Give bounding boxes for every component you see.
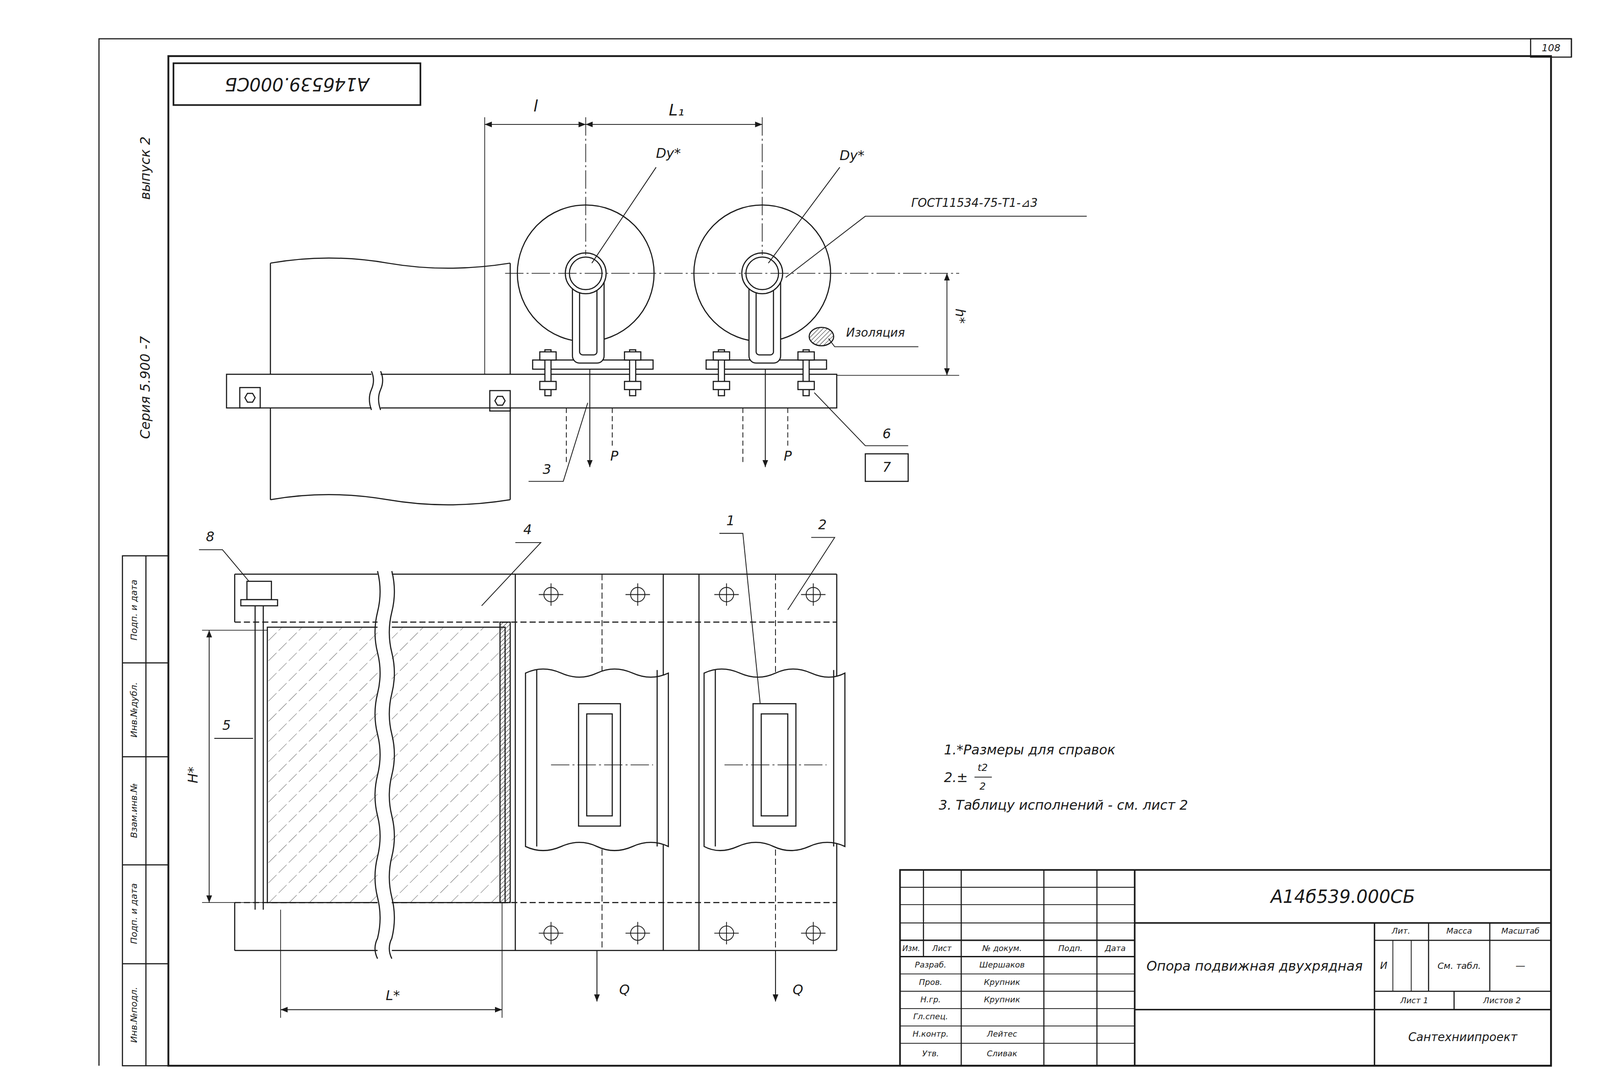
dimension-label: Dy*	[839, 147, 865, 163]
table-cell: Крупник	[984, 977, 1021, 987]
sheet-number-text: 108	[1541, 42, 1561, 54]
name-cell-text: Опора подвижная двухрядная	[1146, 958, 1363, 975]
margin-field: Инв.№дубл.	[128, 682, 139, 738]
note-text: 3. Таблицу исполнений - см. лист 2	[938, 797, 1188, 813]
table-cell: Пров.	[919, 977, 943, 987]
load-label: Q	[792, 981, 804, 997]
designation-cell: А14б539.000СБ	[1134, 870, 1552, 924]
designation-cell-text: А14б539.000СБ	[1270, 886, 1415, 908]
table-cell: Разраб.	[915, 960, 947, 970]
table-header: Масса	[1446, 926, 1473, 936]
weld-note: ГОСТ11534-75-Т1-⊿3	[911, 196, 1038, 210]
table-cell: См. табл.	[1430, 960, 1488, 971]
table-header: Лит.	[1391, 926, 1411, 936]
material-label: Изоляция	[845, 325, 905, 339]
table-cell: И	[1380, 960, 1388, 972]
table-header: Изм.	[902, 944, 920, 953]
dimension-label: L₁	[668, 101, 685, 120]
dimension-label: h*	[952, 308, 968, 324]
dimension-label: Dy*	[655, 145, 681, 161]
table-cell: Листов 2	[1483, 996, 1521, 1006]
table-cell: Гл.спец.	[913, 1012, 949, 1022]
load-label: P	[610, 448, 619, 464]
series-note: Серия 5.900 -7	[137, 336, 153, 440]
series-note: выпуск 2	[137, 136, 153, 200]
note-text: 1.*Размеры для справок	[944, 742, 1116, 758]
designation-stamp: А14б539.000СБ	[173, 63, 421, 106]
table-header: Лист	[932, 944, 952, 953]
margin-field: Инв.№подл.	[128, 986, 139, 1043]
table-header: Дата	[1105, 944, 1126, 953]
table-cell: Лист 1	[1400, 996, 1429, 1006]
dimension-label: L*	[385, 988, 400, 1003]
callout-number: 8	[206, 529, 215, 545]
table-header: Масштаб	[1501, 926, 1540, 936]
sheet-number: 108	[1530, 38, 1572, 58]
table-cell: Н.гр.	[920, 995, 941, 1005]
callout-number: 1	[726, 512, 735, 528]
designation-stamp-text: А14б539.000СБ	[224, 74, 370, 95]
callout-number: 5	[222, 717, 231, 733]
table-cell: Сливак	[986, 1049, 1018, 1059]
load-label: P	[783, 448, 792, 464]
table-cell: Шершаков	[979, 960, 1025, 970]
table-cell: —	[1515, 960, 1526, 972]
note-text: t2	[977, 762, 988, 774]
dimension-label: l	[533, 97, 538, 116]
callout-number: 3	[542, 461, 552, 477]
note-text: 2.±	[944, 769, 969, 785]
note-text: 2	[979, 780, 986, 792]
callout-number-text: 7	[882, 459, 891, 476]
callout-number: 2	[818, 516, 827, 532]
margin-field: Подп. и дата	[128, 579, 139, 641]
table-cell: Н.контр.	[912, 1029, 949, 1039]
table-header: Подп.	[1058, 944, 1083, 953]
callout-number: 6	[882, 426, 891, 442]
dimension-label: H*	[185, 767, 201, 784]
table-cell: Лейтес	[986, 1029, 1018, 1039]
table-header: № докум.	[982, 944, 1023, 953]
table-cell: Крупник	[984, 995, 1021, 1005]
load-label: Q	[619, 981, 631, 997]
name-cell: Опора подвижная двухрядная	[1134, 923, 1375, 1010]
callout-number: 4	[523, 522, 532, 537]
table-cell: Утв.	[922, 1049, 940, 1059]
margin-field: Взам.инв.№	[128, 783, 139, 839]
margin-field: Подп. и дата	[128, 883, 139, 945]
organization-cell: Сантехниипроект	[1374, 1009, 1551, 1066]
organization-cell-text: Сантехниипроект	[1408, 1030, 1518, 1045]
callout-number: 7	[865, 453, 908, 482]
